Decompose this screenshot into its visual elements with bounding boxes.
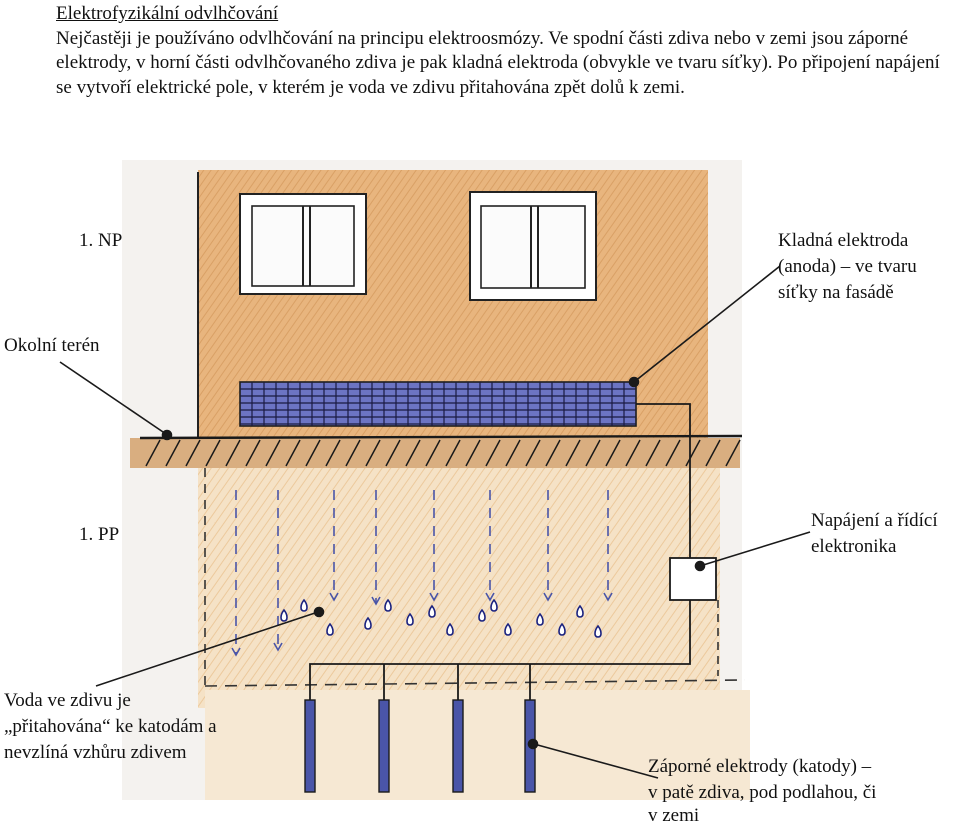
water-flow-arrows [231, 490, 613, 657]
intro-paragraph: Nejčastěji je používáno odvlhčování na p… [56, 27, 940, 98]
label-water-line3: nevzlíná vzhůru zdivem [4, 742, 187, 763]
basement-floor-dashed [204, 679, 746, 687]
lower-wall [198, 468, 720, 708]
label-water-line1: Voda ve zdivu je [4, 690, 131, 711]
wiring [309, 403, 691, 700]
label-terrain: Okolní terén [4, 335, 100, 356]
soil-strip [130, 438, 740, 468]
intro-heading: Elektrofyzikální odvlhčování [56, 3, 279, 24]
soil-below [205, 690, 750, 800]
label-water-line2: „přitahována“ ke katodám a [4, 716, 217, 737]
label-cathode-line2: v patě zdiva, pod podlahou, či [648, 782, 877, 803]
label-anode-line2: (anoda) – ve tvaru [778, 256, 917, 277]
label-anode-line3: síťky na fasádě [778, 282, 894, 303]
label-power-line2: elektronika [811, 536, 897, 557]
label-power-line1: Napájení a řídící [811, 510, 938, 531]
label-floor-above: 1. NP [79, 230, 123, 251]
window-left [239, 193, 367, 295]
power-control-box [669, 557, 717, 601]
label-cathode-line1: Záporné elektrody (katody) – [648, 756, 872, 777]
label-anode-line1: Kladná elektroda [778, 230, 909, 251]
ground-line [139, 434, 743, 440]
intro-text-block: Elektrofyzikální odvlhčování Nejčastěji … [56, 2, 946, 100]
label-cathode-line3: v zemi [648, 805, 700, 826]
water-droplets [280, 598, 602, 638]
callout-leaders [59, 265, 811, 779]
label-floor-below: 1. PP [79, 524, 120, 545]
window-right [469, 191, 597, 301]
anode-mesh [239, 381, 637, 427]
ground-hatching [145, 439, 741, 467]
